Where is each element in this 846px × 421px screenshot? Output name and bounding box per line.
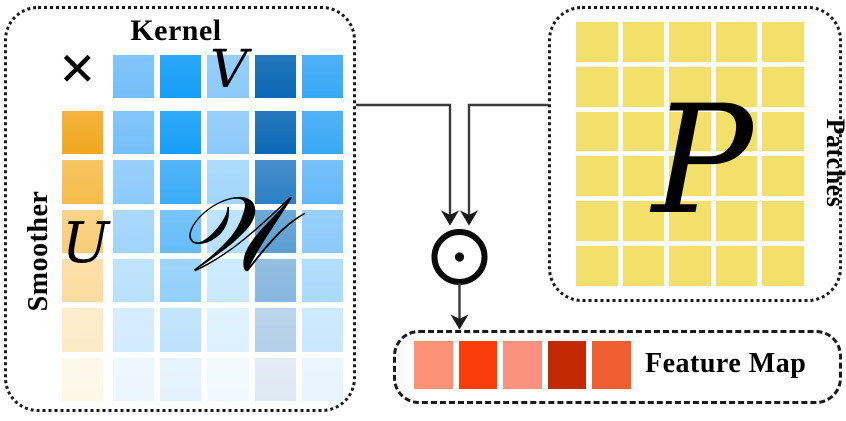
- patch-cell-r5-c4: [762, 246, 804, 286]
- weight-cell-r2-c3: [254, 209, 296, 253]
- weight-cell-r0-c1: [160, 111, 202, 155]
- patches-grid: [576, 22, 804, 286]
- patch-cell-r5-c0: [576, 246, 618, 286]
- patch-cell-r3-c3: [715, 156, 758, 197]
- patch-cell-r5-c2: [669, 246, 711, 286]
- feature-map-panel: [393, 330, 842, 404]
- weight-cell-r5-c2: [207, 357, 249, 401]
- weight-cell-r0-c3: [254, 111, 296, 155]
- weight-cell-r1-c3: [254, 160, 296, 204]
- weight-cell-r4-c3: [254, 308, 296, 352]
- patch-cell-r2-c0: [576, 111, 618, 152]
- patch-cell-r3-c2: [669, 156, 711, 197]
- weight-cell-r3-c1: [160, 258, 202, 303]
- patch-cell-r0-c4: [762, 22, 804, 62]
- feature-map-cell-4: [592, 341, 631, 389]
- patch-cell-r2-c3: [715, 111, 758, 152]
- patches-panel: [548, 6, 842, 302]
- weight-cell-r0-c0: [113, 111, 155, 155]
- smoother-u-cell-3: [62, 258, 103, 303]
- smoother-u-cell-4: [62, 308, 103, 352]
- patch-cell-r0-c3: [715, 22, 758, 62]
- weight-cell-r4-c2: [207, 308, 249, 352]
- smoother-u-cell-0: [62, 111, 103, 155]
- weight-cell-r2-c2: [207, 209, 249, 253]
- patch-cell-r1-c1: [622, 66, 665, 107]
- weight-cell-r3-c2: [207, 258, 249, 303]
- patch-cell-r1-c2: [669, 66, 711, 107]
- patch-cell-r0-c2: [669, 22, 711, 62]
- patch-cell-r2-c1: [622, 111, 665, 152]
- patch-cell-r3-c1: [622, 156, 665, 197]
- patch-cell-r0-c1: [622, 22, 665, 62]
- patches-axis-label: Patches: [821, 118, 846, 208]
- weight-cell-r1-c2: [207, 160, 249, 204]
- patch-cell-r4-c3: [715, 201, 758, 242]
- kernel-v-cell-3: [254, 55, 296, 98]
- patch-cell-r3-c4: [762, 156, 804, 197]
- weight-cell-r5-c0: [113, 357, 155, 401]
- patch-cell-r4-c1: [622, 201, 665, 242]
- patches-to-operator-connector: [459, 103, 548, 226]
- kernel-panel: [4, 6, 356, 412]
- weight-cell-r2-c1: [160, 209, 202, 253]
- feature-map-cell-2: [503, 341, 542, 389]
- weight-cell-r0-c2: [207, 111, 249, 155]
- patch-cell-r2-c2: [669, 111, 711, 152]
- patch-cell-r1-c0: [576, 66, 618, 107]
- patch-cell-r5-c1: [622, 246, 665, 286]
- smoother-axis-label: Smoother: [23, 190, 54, 312]
- patch-cell-r4-c0: [576, 201, 618, 242]
- weight-cell-r5-c3: [254, 357, 296, 401]
- kernel-panel-title: Kernel: [130, 14, 222, 47]
- weight-cell-r4-c0: [113, 308, 155, 352]
- patch-cell-r2-c4: [762, 111, 804, 152]
- weight-cell-r4-c1: [160, 308, 202, 352]
- patch-cell-r1-c4: [762, 66, 804, 107]
- feature-map-title: Feature Map: [645, 348, 807, 379]
- weight-cell-r2-c4: [301, 209, 343, 253]
- feature-map-cell-0: [414, 341, 453, 389]
- weight-cell-r3-c4: [301, 258, 343, 303]
- weight-cell-r1-c0: [113, 160, 155, 204]
- hadamard-operator-node: [431, 229, 488, 285]
- smoother-u-cell-1: [62, 160, 103, 204]
- smoother-u-cell-5: [62, 357, 103, 401]
- weight-cell-r5-c1: [160, 357, 202, 401]
- smoother-column-u: [62, 111, 103, 401]
- patch-cell-r4-c2: [669, 201, 711, 242]
- kernel-v-cell-1: [160, 55, 202, 98]
- patch-cell-r4-c4: [762, 201, 804, 242]
- patch-cell-r0-c0: [576, 22, 618, 62]
- weight-cell-r2-c0: [113, 209, 155, 253]
- feature-map-cell-1: [458, 341, 498, 389]
- weight-cell-r3-c3: [254, 258, 296, 303]
- smoother-u-cell-2: [62, 209, 103, 253]
- patch-cell-r3-c0: [576, 156, 618, 197]
- weight-cell-r5-c4: [301, 357, 343, 401]
- weight-cell-r0-c4: [301, 111, 343, 155]
- hadamard-operator-dot: [454, 252, 465, 262]
- kernel-v-cell-4: [301, 55, 343, 98]
- feature-map-cells: [414, 341, 631, 389]
- kernel-to-operator-connector: [356, 103, 460, 226]
- weight-grid-w: [113, 111, 343, 401]
- feature-map-cell-3: [547, 341, 587, 389]
- kernel-v-cell-0: [113, 55, 155, 98]
- patch-cell-r5-c3: [715, 246, 758, 286]
- kernel-v-cell-2: [207, 55, 249, 98]
- weight-cell-r3-c0: [113, 258, 155, 303]
- weight-cell-r1-c4: [301, 160, 343, 204]
- patch-cell-r1-c3: [715, 66, 758, 107]
- kernel-row-v: [113, 55, 343, 98]
- weight-cell-r4-c4: [301, 308, 343, 352]
- weight-cell-r1-c1: [160, 160, 202, 204]
